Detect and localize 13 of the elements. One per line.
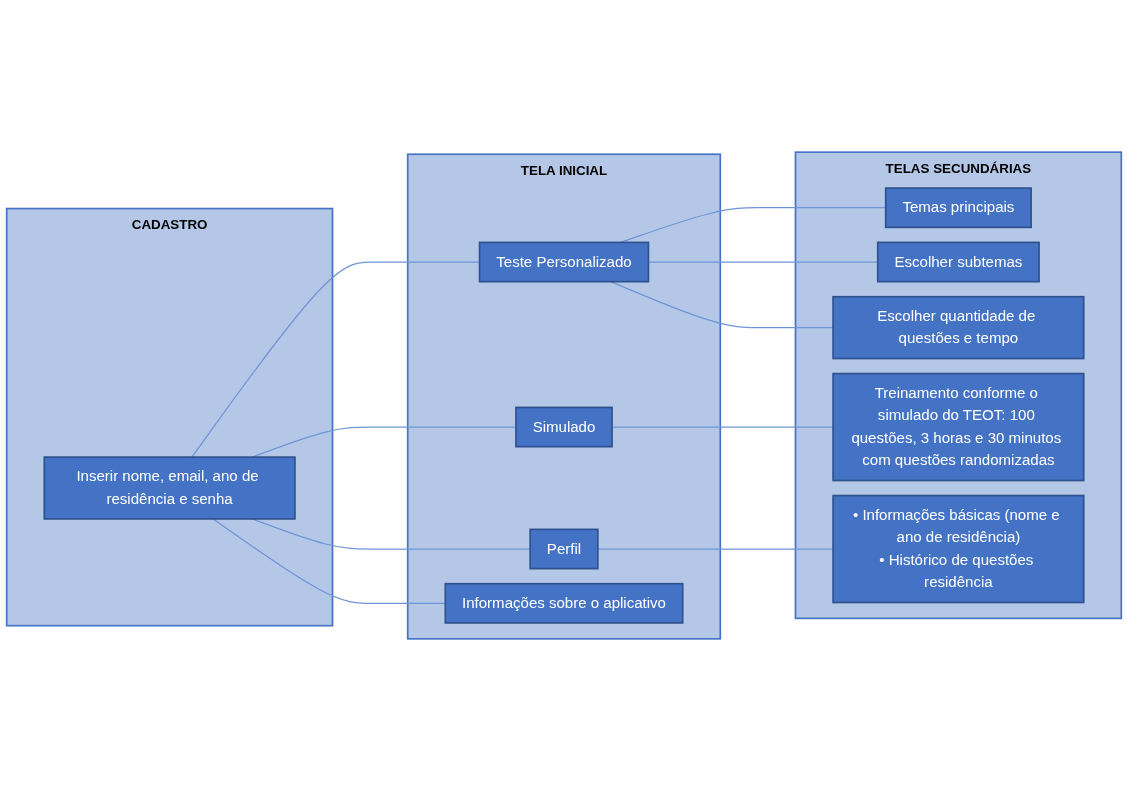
node-box: Treinamento conforme o simulado do TEOT: 100 questões, 3 horas e 30 minutos com questões randomizadas [832,372,1085,482]
node-box: • Informações básicas (nome e ano de residência) • Histórico de questões residência [832,494,1085,604]
node-box: Escolher quantidade de questões e tempo [832,295,1085,360]
node-box: Escolher subtemas [876,241,1040,283]
node-box: Inserir nome, email, ano de residência e senha [43,456,296,520]
node-box: Simulado [515,406,613,448]
node-box: Temas principais [884,187,1032,229]
node-box: Perfil [529,528,599,570]
connector [212,518,446,604]
node-box: Informações sobre o aplicativo [444,582,684,624]
connector [597,548,834,550]
node-box: Teste Personalizado [478,241,650,283]
connector [251,518,531,550]
